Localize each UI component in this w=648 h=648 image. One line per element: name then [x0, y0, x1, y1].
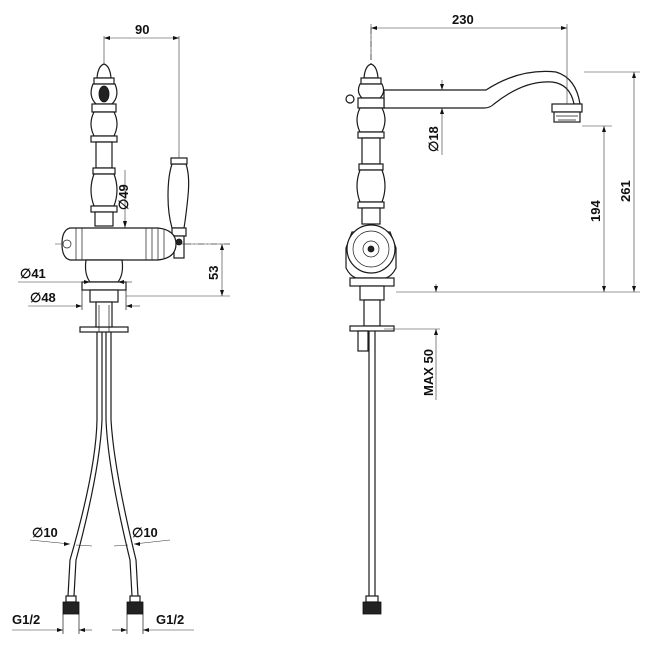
side-base: [349, 277, 395, 352]
front-body: [61, 227, 177, 261]
front-hoses: [67, 305, 139, 597]
dim-hose-left-label: ∅10: [32, 525, 58, 540]
dim-width-label: 90: [135, 22, 149, 37]
dim-thread-right-label: G1/2: [156, 612, 184, 627]
side-column: [356, 97, 386, 225]
front-column: [90, 103, 118, 227]
dim-outlet-height-label: 194: [588, 200, 603, 222]
dim-max-deck-label: MAX 50: [421, 349, 436, 396]
side-view: 230 ∅18 194 261 MAX 50: [345, 12, 640, 615]
dim-total-height-label: 261: [618, 180, 633, 202]
front-fitting-left: [62, 595, 80, 615]
front-base: [79, 259, 129, 333]
dim-base-dia-label: ∅48: [30, 290, 56, 305]
side-hose: [362, 331, 382, 615]
dim-body-dia-label: ∅41: [20, 266, 46, 281]
side-spout: [383, 70, 583, 123]
front-view: 90 ∅49 ∅41 ∅48 53 ∅10 ∅10: [12, 22, 232, 634]
side-body: [345, 224, 397, 279]
front-finial: [90, 63, 118, 105]
dim-spout-dia-label: ∅18: [426, 126, 441, 152]
dim-thread-left-label: G1/2: [12, 612, 40, 627]
side-finial: [345, 63, 385, 104]
front-fitting-right: [126, 595, 144, 615]
dim-lever-dia-label: ∅49: [116, 184, 131, 210]
dim-reach-label: 230: [452, 12, 474, 27]
dim-hose-right-label: ∅10: [132, 525, 158, 540]
dim-height-label: 53: [206, 266, 221, 280]
